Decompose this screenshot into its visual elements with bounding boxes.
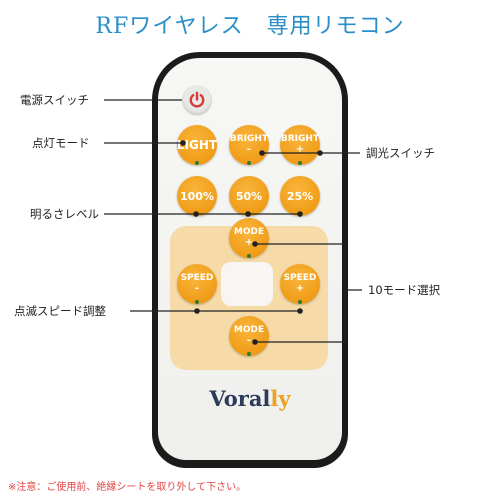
leader-dot-dimmer-inner (259, 150, 265, 156)
speed-minus-label: SPEED (180, 273, 214, 283)
leader-dot-light (180, 140, 186, 146)
speed-plus-button[interactable]: SPEED + (280, 264, 320, 304)
leader-dot-level-25 (297, 211, 303, 217)
label-light-mode: 点灯モード (32, 136, 90, 150)
label-brightness-level: 明るさレベル (30, 207, 99, 221)
indicator-dot (195, 300, 199, 304)
indicator-dot (247, 254, 251, 258)
level-100-button[interactable]: 100% (177, 176, 217, 216)
leader-dot-speed-plus (297, 308, 303, 314)
leader-dot-mode-plus (252, 241, 258, 247)
pad-center (221, 262, 273, 306)
bright-minus-sign: - (246, 144, 252, 155)
label-dimmer-switch: 調光スイッチ (366, 146, 435, 160)
level-50-button[interactable]: 50% (229, 176, 269, 216)
level-25-button[interactable]: 25% (280, 176, 320, 216)
speed-minus-sign: - (194, 283, 200, 294)
mode-minus-label: MODE (233, 325, 265, 335)
speed-minus-button[interactable]: SPEED - (177, 264, 217, 304)
mode-plus-label: MODE (233, 227, 265, 237)
power-button[interactable] (182, 85, 212, 115)
label-mode-select: 10モード選択 (368, 283, 441, 297)
leader-dot-level-50 (245, 211, 251, 217)
indicator-dot (247, 161, 251, 165)
caution-note: ※注意：ご使用前、絶縁シートを取り外して下さい。 (8, 482, 247, 493)
level-100-label: 100% (180, 189, 214, 203)
page-title: RFワイヤレス 専用リモコン (95, 14, 405, 39)
indicator-dot (298, 161, 302, 165)
indicator-dot (195, 161, 199, 165)
bright-minus-label: BRIGHT (229, 134, 269, 144)
mode-plus-button[interactable]: MODE + (229, 218, 269, 258)
bright-plus-sign: + (295, 144, 305, 155)
mode-minus-button[interactable]: MODE - (229, 316, 269, 356)
leader-dot-level-100 (193, 211, 199, 217)
bright-plus-label: BRIGHT (280, 134, 320, 144)
leader-dot-mode-minus (252, 339, 258, 345)
logo-accent: ly (270, 386, 291, 411)
bright-minus-button[interactable]: BRIGHT - (229, 125, 269, 165)
logo-main: Voral (209, 386, 271, 411)
speed-plus-label: SPEED (283, 273, 317, 283)
power-icon (189, 91, 205, 108)
bright-plus-button[interactable]: BRIGHT + (280, 125, 320, 165)
speed-plus-sign: + (295, 283, 305, 294)
label-power-switch: 電源スイッチ (20, 93, 89, 107)
light-button-label: LIGHT (176, 138, 218, 152)
level-50-label: 50% (235, 189, 263, 203)
mode-plus-sign: + (244, 237, 254, 248)
indicator-dot (247, 352, 251, 356)
leader-dot-speed-minus (194, 308, 200, 314)
label-blink-speed: 点滅スピード調整 (14, 304, 106, 318)
mode-minus-sign: - (246, 335, 252, 346)
level-25-label: 25% (286, 189, 314, 203)
indicator-dot (298, 300, 302, 304)
brand-logo: Vorally (200, 386, 300, 411)
